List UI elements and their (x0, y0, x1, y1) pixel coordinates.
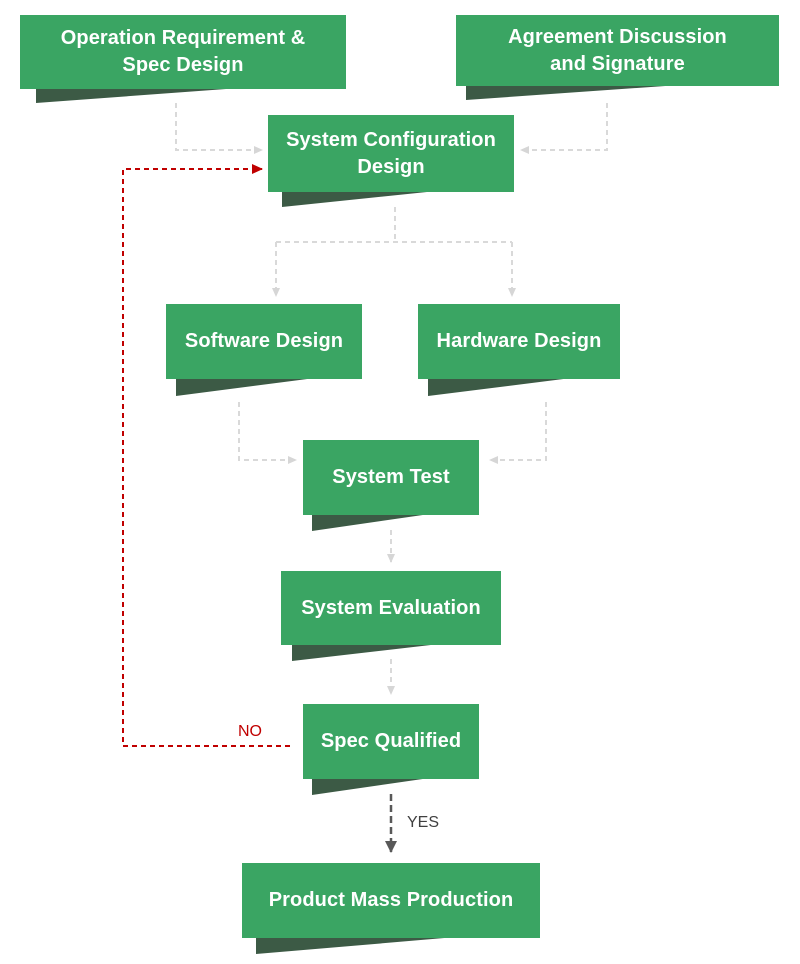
node-product-mass-production: Product Mass Production (242, 863, 540, 954)
node-spec-qualified-label: Spec Qualified (303, 704, 479, 779)
connector-hardware-to-test (489, 402, 547, 464)
node-system-evaluation: System Evaluation (281, 571, 501, 661)
connector-software-to-test (238, 402, 297, 464)
edge-label-yes: YES (407, 814, 440, 831)
node-system-configuration: System Configuration Design (268, 115, 514, 207)
node-agreement-discussion-label: Agreement Discussion and Signature (456, 15, 779, 86)
connector-agreement-to-config (520, 103, 608, 154)
node-hardware-design: Hardware Design (418, 304, 620, 396)
node-product-mass-production-label: Product Mass Production (242, 863, 540, 938)
node-system-test-label: System Test (303, 440, 479, 515)
node-agreement-discussion: Agreement Discussion and Signature (456, 15, 779, 100)
node-system-evaluation-label: System Evaluation (281, 571, 501, 645)
connector-operation-to-config (175, 103, 263, 154)
node-software-design-label: Software Design (166, 304, 362, 379)
node-system-configuration-label: System Configuration Design (268, 115, 514, 192)
node-operation-requirement: Operation Requirement & Spec Design (20, 15, 346, 103)
node-operation-requirement-label: Operation Requirement & Spec Design (20, 15, 346, 89)
feedback-loop-no (122, 164, 290, 747)
node-hardware-design-label: Hardware Design (418, 304, 620, 379)
node-system-test: System Test (303, 440, 479, 531)
edge-label-no: NO (238, 723, 262, 740)
node-software-design: Software Design (166, 304, 362, 396)
node-spec-qualified: Spec Qualified (303, 704, 479, 795)
